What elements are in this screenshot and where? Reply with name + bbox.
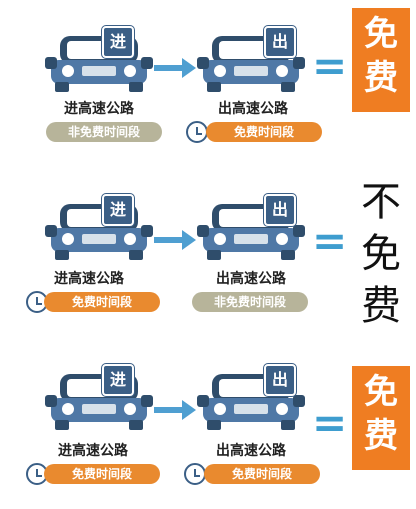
- car-icon: [197, 36, 305, 92]
- result-char-3: 费: [361, 283, 401, 329]
- exit-caption: 出高速公路: [216, 271, 286, 287]
- car-icon: [45, 204, 153, 260]
- comparison-row-2: 进 进高速公路 免费时间段 出 出高速公路 非免费时间段 = 不 免 费: [0, 170, 416, 330]
- car-icon: [45, 36, 153, 92]
- result-char-1: 免: [364, 14, 398, 54]
- result-free-box: 免 费: [352, 8, 410, 112]
- comparison-row-1: 进 进高速公路 非免费时间段 出 出高速公路 免费时间段 = 免 费: [0, 0, 416, 160]
- equals-sign: =: [312, 398, 348, 447]
- exit-caption: 出高速公路: [216, 443, 286, 459]
- result-char-2: 费: [364, 58, 398, 98]
- exit-time-pill: 非免费时间段: [192, 292, 308, 312]
- exit-time-pill: 免费时间段: [206, 122, 322, 142]
- exit-car-block: 出: [196, 18, 306, 168]
- enter-caption: 进高速公路: [64, 101, 134, 117]
- enter-car-block: 进: [44, 356, 154, 506]
- exit-badge: 出: [264, 194, 296, 226]
- enter-caption: 进高速公路: [54, 271, 124, 287]
- result-free-box: 免 费: [352, 366, 410, 470]
- exit-caption: 出高速公路: [218, 101, 288, 117]
- exit-badge: 出: [264, 26, 296, 58]
- enter-car-block: 进: [44, 186, 154, 336]
- equals-sign: =: [312, 41, 348, 90]
- exit-car-block: 出: [196, 356, 306, 506]
- arrow-right-icon: [154, 230, 196, 250]
- enter-badge: 进: [102, 194, 134, 226]
- clock-icon: [184, 463, 206, 485]
- equals-sign: =: [312, 216, 348, 265]
- enter-badge: 进: [102, 26, 134, 58]
- comparison-row-3: 进 进高速公路 免费时间段 出 出高速公路 免费时间段 = 免 费: [0, 340, 416, 500]
- car-icon: [197, 374, 305, 430]
- enter-car-block: 进: [44, 18, 154, 168]
- enter-time-pill: 免费时间段: [44, 464, 160, 484]
- enter-time-pill: 免费时间段: [44, 292, 160, 312]
- exit-time-pill: 免费时间段: [204, 464, 320, 484]
- result-char-1: 免: [364, 372, 398, 412]
- arrow-right-icon: [154, 400, 196, 420]
- result-not-free-text: 不 免 费: [352, 176, 410, 332]
- enter-time-pill: 非免费时间段: [46, 122, 162, 142]
- exit-car-block: 出: [196, 186, 306, 336]
- enter-caption: 进高速公路: [58, 443, 128, 459]
- enter-badge: 进: [102, 364, 134, 396]
- exit-badge: 出: [264, 364, 296, 396]
- result-char-1: 不: [361, 179, 401, 225]
- clock-icon: [186, 121, 208, 143]
- result-char-2: 费: [364, 416, 398, 456]
- arrow-right-icon: [154, 58, 196, 78]
- car-icon: [45, 374, 153, 430]
- result-char-2: 免: [361, 231, 401, 277]
